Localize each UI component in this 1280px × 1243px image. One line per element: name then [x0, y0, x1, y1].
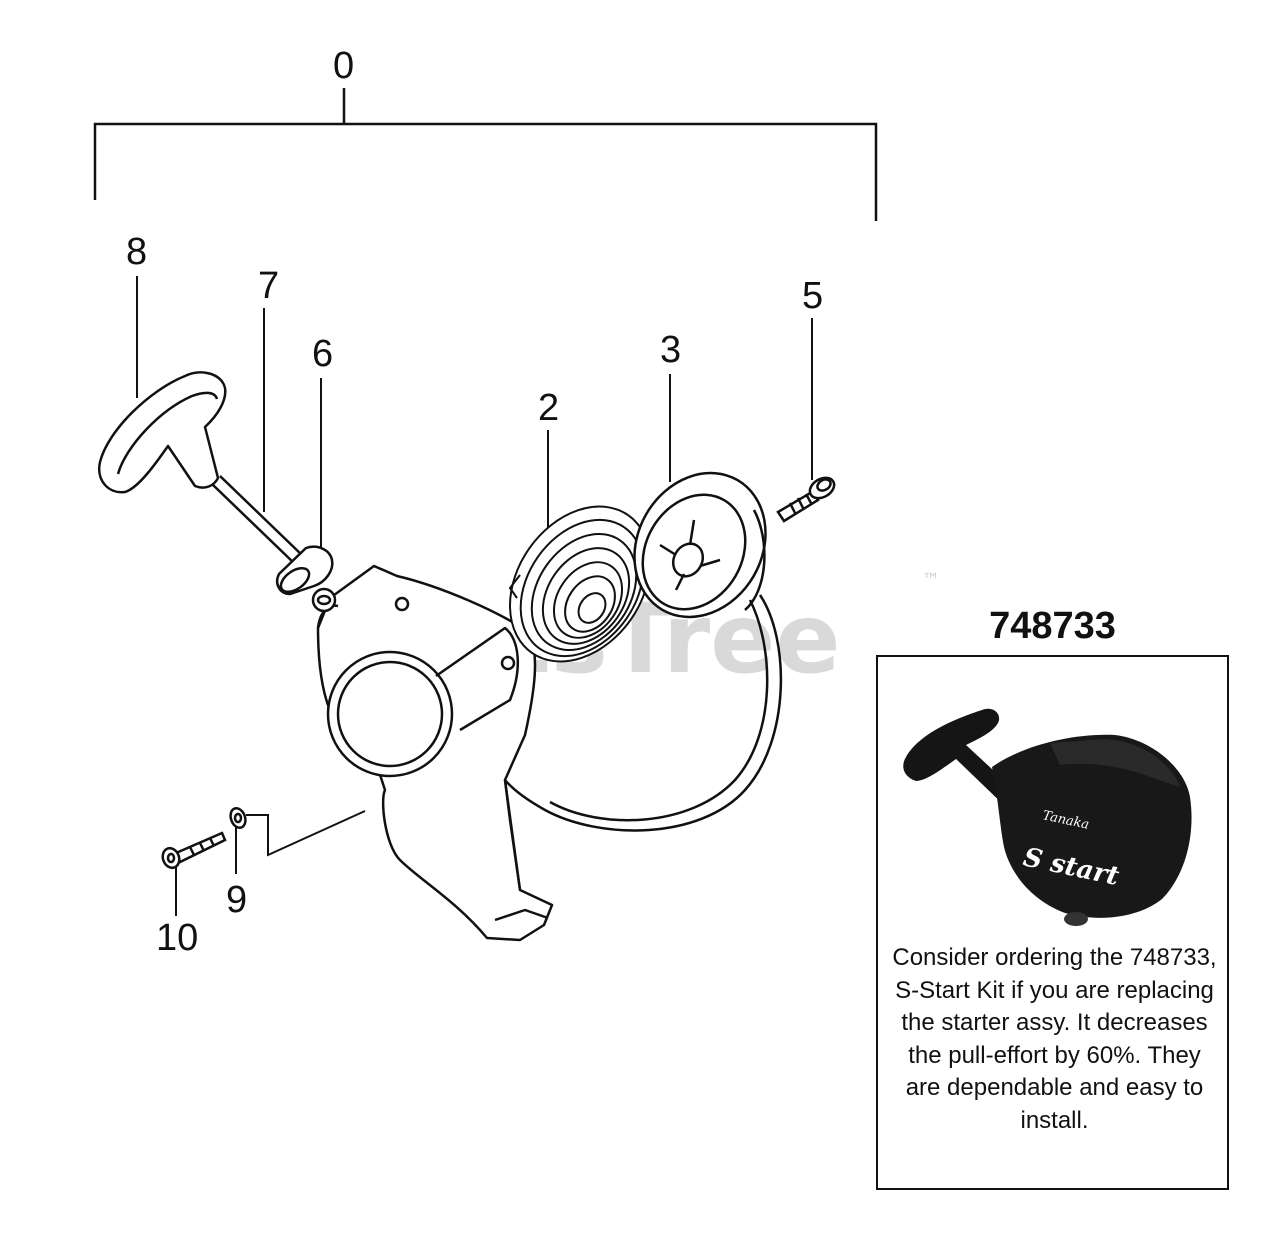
kit-recommendation-note: Consider ordering the 748733, S-Start Ki… — [892, 944, 1217, 1134]
watermark-trademark: ™ — [922, 570, 940, 591]
housing-bolt — [161, 831, 227, 870]
callout-8: 8 — [126, 231, 147, 273]
kit-part-number: 748733 — [989, 605, 1116, 647]
callout-6: 6 — [312, 333, 333, 375]
rope-loop — [504, 594, 783, 832]
leader-lines — [136, 276, 813, 916]
recoil-spring — [508, 505, 652, 663]
kit-info-box: Tanaka S start Consider ordering the 748… — [876, 655, 1229, 1190]
callout-3: 3 — [660, 329, 681, 371]
callout-labels: 0 8 7 6 2 3 5 9 10 — [126, 45, 823, 959]
assembly-bracket — [93, 88, 878, 221]
callout-9: 9 — [226, 879, 247, 921]
callout-2: 2 — [538, 387, 559, 429]
callout-7: 7 — [258, 265, 279, 307]
callout-0: 0 — [333, 45, 354, 87]
callout-5: 5 — [802, 275, 823, 317]
rope-grommet — [275, 545, 334, 596]
callout-10: 10 — [156, 917, 198, 959]
reel-screw — [776, 476, 836, 523]
starter-housing — [311, 564, 554, 942]
starter-handle — [97, 371, 227, 494]
washer — [229, 807, 247, 829]
rope-reel — [633, 471, 767, 619]
starter-rope — [211, 475, 305, 566]
s-start-kit-photo: Tanaka S start — [903, 708, 1192, 926]
